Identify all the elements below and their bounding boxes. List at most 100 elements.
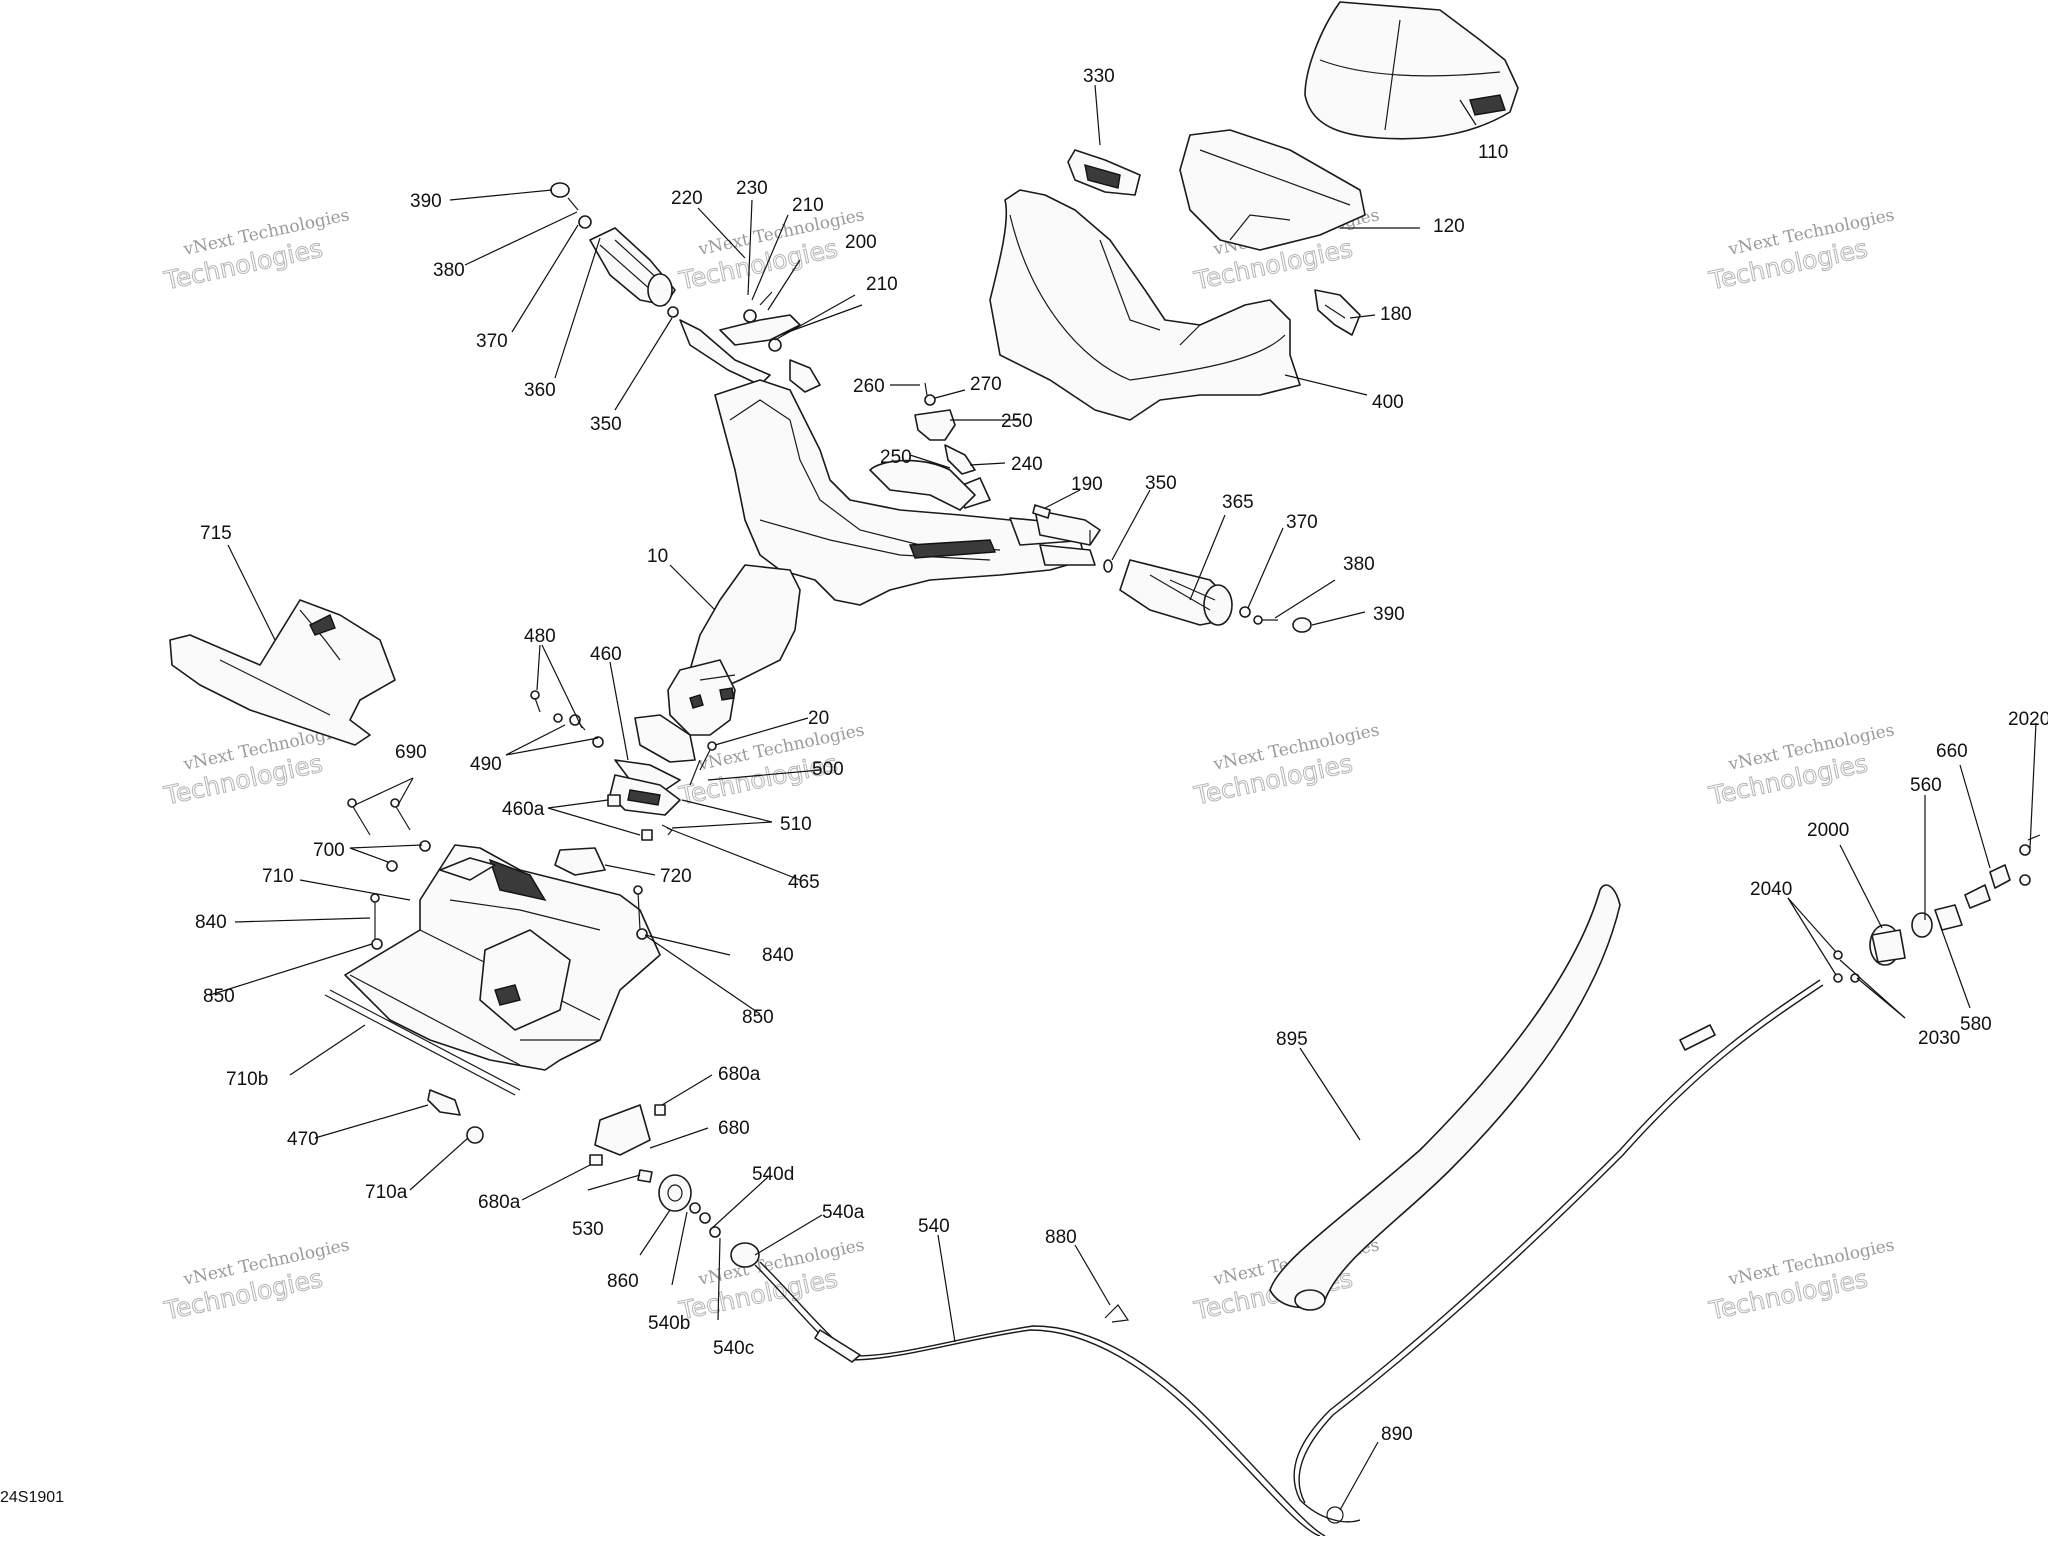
part-890-clip xyxy=(1326,1506,1344,1524)
callout-370-left: 370 xyxy=(476,331,508,352)
callout-715: 715 xyxy=(200,523,232,544)
callout-180: 180 xyxy=(1380,304,1412,325)
part-460-clamp xyxy=(614,714,696,791)
callout-680: 680 xyxy=(718,1118,750,1139)
part-365-grip-right xyxy=(1119,559,1233,626)
callout-465: 465 xyxy=(788,872,820,893)
callout-400: 400 xyxy=(1372,392,1404,413)
callout-890: 890 xyxy=(1381,1424,1413,1445)
part-470-sensor xyxy=(427,1089,461,1116)
part-330-trim xyxy=(1067,149,1141,196)
callout-labels: 330 110 120 180 400 390 380 370 360 350 … xyxy=(195,66,2048,1445)
callout-110: 110 xyxy=(1478,142,1508,163)
callout-210: 210 xyxy=(866,274,898,295)
part-540-fittings xyxy=(689,1202,760,1268)
part-700-washers xyxy=(386,840,431,872)
part-895-hose xyxy=(1269,884,1621,1311)
part-390-endcap-right xyxy=(1292,617,1312,633)
callout-540a: 540a xyxy=(822,1202,865,1223)
part-860-pulley xyxy=(658,1174,692,1212)
callout-20: 20 xyxy=(808,708,829,729)
leader-lines xyxy=(209,84,2037,1511)
callout-540: 540 xyxy=(918,1216,950,1237)
part-540-throttle-cable xyxy=(754,1261,1326,1537)
part-370-washer-right xyxy=(1239,606,1251,618)
callout-710a: 710a xyxy=(365,1182,408,1203)
callout-10: 10 xyxy=(647,546,668,567)
part-710a-plug xyxy=(466,1126,484,1144)
part-715-bracket xyxy=(169,599,396,746)
part-260-270-250-bracket xyxy=(914,382,976,475)
callout-390-left: 390 xyxy=(410,191,442,212)
callout-360: 360 xyxy=(524,380,556,401)
callout-470: 470 xyxy=(287,1129,319,1150)
callout-480: 480 xyxy=(524,626,556,647)
part-530-pin xyxy=(637,1169,653,1183)
callout-380-left: 380 xyxy=(433,260,465,281)
diagram-code: 24S1901 xyxy=(0,1489,64,1506)
callout-2040: 2040 xyxy=(1750,879,1792,900)
callout-500: 500 xyxy=(812,759,844,780)
callout-680a-top: 680a xyxy=(718,1064,761,1085)
part-2000-2040-fittings xyxy=(1833,904,1963,983)
callout-895: 895 xyxy=(1276,1029,1308,1050)
part-190-pin xyxy=(1032,504,1051,519)
callout-240: 240 xyxy=(1011,454,1043,475)
part-10-handlebar xyxy=(667,319,1101,736)
callout-390-right: 390 xyxy=(1373,604,1405,625)
callout-680a-bottom: 680a xyxy=(478,1192,521,1213)
callout-720: 720 xyxy=(660,866,692,887)
part-840-850-bolts xyxy=(370,885,648,950)
callout-850-left: 850 xyxy=(203,986,235,1007)
callout-540b: 540b xyxy=(648,1313,690,1334)
callout-860: 860 xyxy=(607,1271,639,1292)
callout-880: 880 xyxy=(1045,1227,1077,1248)
callout-490: 490 xyxy=(470,754,502,775)
part-720-cover xyxy=(554,847,606,876)
callout-350-left: 350 xyxy=(590,414,622,435)
callout-660: 660 xyxy=(1936,741,1968,762)
callout-380-right: 380 xyxy=(1343,554,1375,575)
part-710b-gasket xyxy=(324,989,521,1096)
callout-330: 330 xyxy=(1083,66,1115,87)
part-380-screw-right xyxy=(1253,615,1278,625)
callout-510: 510 xyxy=(780,814,812,835)
callout-2020: 2020 xyxy=(2008,709,2048,730)
part-880-clip xyxy=(1104,1304,1130,1323)
part-360-grip-left xyxy=(589,227,676,307)
callout-270: 270 xyxy=(970,374,1002,395)
part-560-660-580 xyxy=(1964,834,2041,909)
callout-370-right: 370 xyxy=(1286,512,1318,533)
callout-365: 365 xyxy=(1222,492,1254,513)
callout-540d: 540d xyxy=(752,1164,794,1185)
part-400-console xyxy=(989,189,1301,421)
callout-530: 530 xyxy=(572,1219,604,1240)
callout-250-right: 250 xyxy=(1001,411,1033,432)
callout-2000: 2000 xyxy=(1807,820,1849,841)
callout-250-left: 250 xyxy=(880,447,912,468)
callout-710: 710 xyxy=(262,866,294,887)
callout-690: 690 xyxy=(395,742,427,763)
callout-120: 120 xyxy=(1433,216,1465,237)
callout-840-left: 840 xyxy=(195,912,227,933)
part-2000-cable-right xyxy=(1293,979,1824,1523)
callout-350-right: 350 xyxy=(1145,473,1177,494)
callout-200: 200 xyxy=(845,232,877,253)
part-390-endcap-left xyxy=(550,182,570,198)
part-510-block xyxy=(609,774,681,816)
callout-840-right: 840 xyxy=(762,945,794,966)
callout-560: 560 xyxy=(1910,775,1942,796)
callout-540c: 540c xyxy=(713,1338,754,1359)
part-710-housing xyxy=(344,844,661,1071)
callout-190: 190 xyxy=(1071,474,1103,495)
part-690-bolts xyxy=(347,798,411,836)
